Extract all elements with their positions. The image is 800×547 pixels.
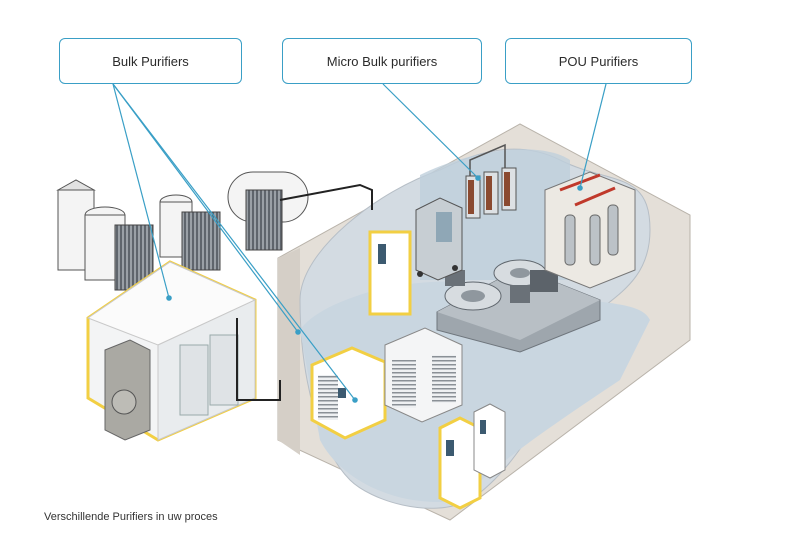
process-tool (436, 259, 601, 353)
callout-pou-purifiers: POU Purifiers (505, 38, 692, 84)
callout-pou-label: POU Purifiers (558, 53, 639, 69)
standalone-purifier (368, 230, 412, 316)
callout-bulk-purifiers: Bulk Purifiers (59, 38, 242, 84)
figure-caption: Verschillende Purifiers in uw proces (44, 511, 218, 523)
callout-leaders (112, 83, 607, 403)
pou-purifier-panel (544, 171, 636, 289)
gas-cabinet (415, 197, 463, 281)
micro-bulk-cabinets (465, 143, 517, 219)
callout-micro-bulk-label: Micro Bulk purifiers (326, 53, 438, 69)
micro-bulk-units (310, 327, 506, 510)
callout-bulk-label: Bulk Purifiers (112, 53, 189, 69)
bulk-purifier-unit (86, 260, 281, 442)
callout-micro-bulk-purifiers: Micro Bulk purifiers (282, 38, 482, 84)
bulk-gas-tanks (56, 171, 373, 291)
